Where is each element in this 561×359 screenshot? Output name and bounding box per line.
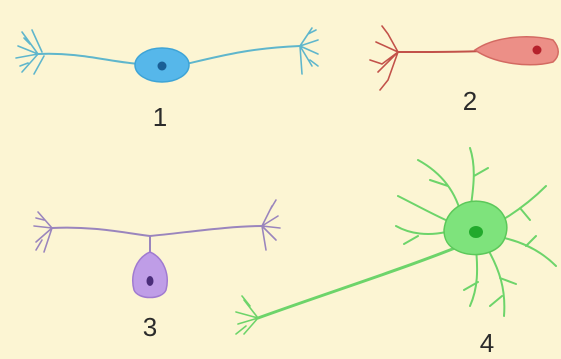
- neuron-2-nucleus: [533, 46, 542, 55]
- neuron-4-nucleus: [469, 226, 483, 238]
- label-neuron-2: 2: [463, 86, 477, 116]
- label-neuron-3: 3: [143, 312, 157, 342]
- neuron-3-nucleus: [147, 276, 154, 286]
- label-neuron-4: 4: [480, 328, 494, 358]
- label-neuron-1: 1: [153, 102, 167, 132]
- neuron-1-nucleus: [158, 62, 167, 71]
